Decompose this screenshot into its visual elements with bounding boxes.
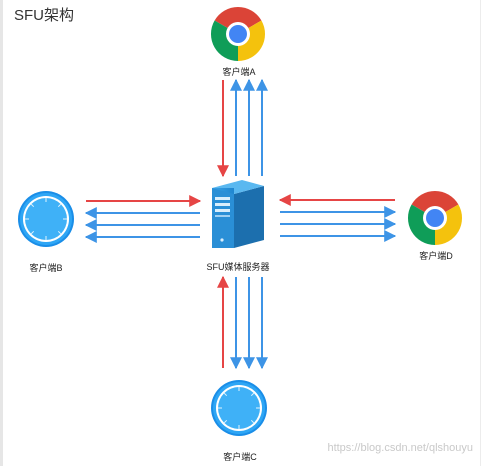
chrome-icon xyxy=(407,190,463,246)
client-b-label: 客户端B xyxy=(29,263,63,273)
diagram-title: SFU架构 xyxy=(14,7,75,24)
arrows-client-b xyxy=(84,195,202,243)
arrows-client-c xyxy=(217,275,268,370)
left-border xyxy=(0,0,3,466)
safari-icon xyxy=(211,380,267,436)
client-a-label: 客户端A xyxy=(222,67,256,77)
server-label: SFU媒体服务器 xyxy=(206,262,270,272)
server-icon xyxy=(212,180,264,248)
arrows-client-d xyxy=(278,194,397,242)
watermark: https://blog.csdn.net/qlshouyu xyxy=(327,442,473,454)
client-c-label: 客户端C xyxy=(223,452,257,462)
client-d-label: 客户端D xyxy=(419,251,453,261)
safari-icon xyxy=(18,191,74,247)
arrows-client-a xyxy=(217,78,268,178)
chrome-icon xyxy=(210,6,266,62)
